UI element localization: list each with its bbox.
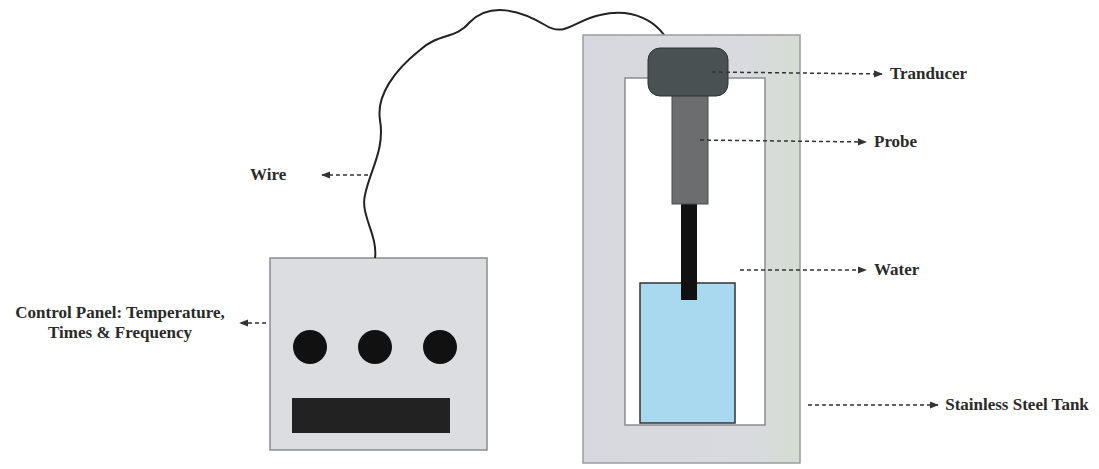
water [640,283,735,423]
control-panel [270,258,487,450]
stainless-steel-tank [583,35,800,463]
tank-interior [625,78,765,425]
leader-line [712,72,882,74]
leader-line [700,140,866,142]
leader-line [240,322,266,324]
probe [681,200,697,300]
control-panel-label: Control Panel: Temperature, Times & Freq… [6,303,234,343]
probe-label: Probe [874,132,964,152]
knob [423,330,457,364]
leader-line [740,269,866,271]
transducer-body [672,92,708,204]
transducer-label: Tranducer [890,64,1000,84]
leader-line [322,174,368,176]
water-label: Water [874,260,964,280]
knob [358,330,392,364]
wire-label: Wire [250,165,320,185]
knob [293,330,327,364]
tank-label: Stainless Steel Tank [944,395,1090,415]
display [292,398,450,433]
leader-line [808,404,938,406]
